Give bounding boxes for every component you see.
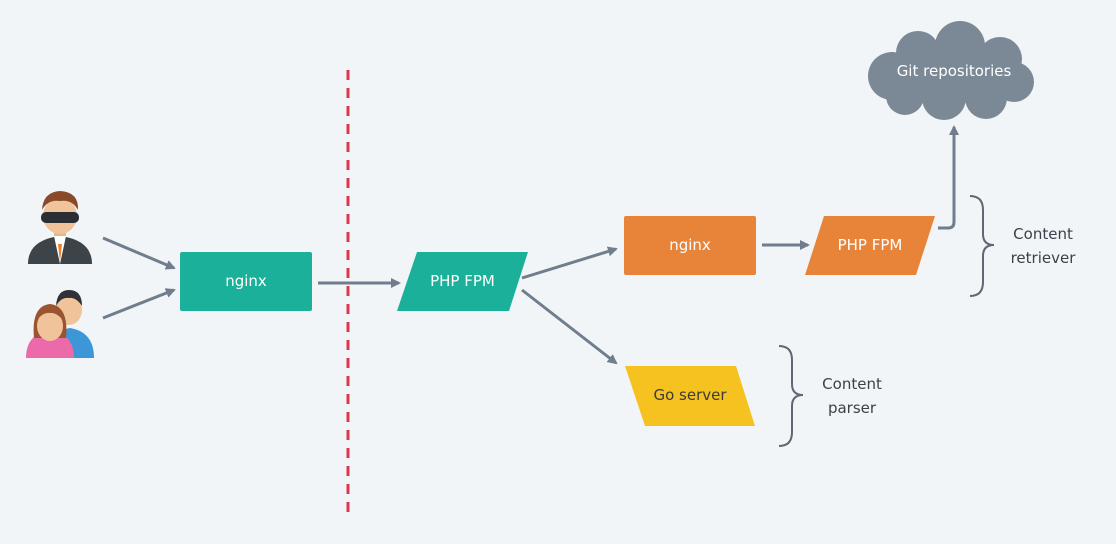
nginx-front-label: nginx <box>225 272 267 290</box>
php-fpm-retriever-label: PHP FPM <box>837 236 903 254</box>
content-retriever-line1: Content <box>1013 225 1073 243</box>
content-parser-label: Content parser <box>812 372 892 420</box>
php-fpm-front-label: PHP FPM <box>430 272 495 290</box>
git-repositories-cloud <box>868 21 1034 120</box>
php-fpm-retriever-box <box>805 216 935 275</box>
nginx-retriever-label: nginx <box>669 236 711 254</box>
arrow-phpfpm-to-nginx-retriever <box>521 246 618 280</box>
arrow-phpfpm-to-go-server <box>521 288 618 365</box>
nginx-retriever-box <box>624 216 756 275</box>
content-retriever-line2: retriever <box>1010 249 1076 267</box>
arrow-users-to-nginx <box>102 288 176 320</box>
arrow-user-to-nginx <box>102 236 176 270</box>
content-parser-line1: Content <box>822 375 882 393</box>
users-couple-icon <box>26 290 94 358</box>
content-parser-line2: parser <box>827 399 877 417</box>
content-parser-brace <box>778 345 804 447</box>
content-retriever-label: Content retriever <box>1002 222 1084 270</box>
user-man-icon <box>28 191 92 264</box>
nginx-front-box <box>180 252 312 311</box>
arrow-phpfpm-to-git <box>938 125 959 230</box>
go-server-box <box>625 366 755 426</box>
git-repositories-label: Git repositories <box>896 62 1012 80</box>
php-fpm-front-box <box>397 252 528 311</box>
go-server-label: Go server <box>653 386 727 404</box>
content-retriever-brace <box>969 195 995 297</box>
